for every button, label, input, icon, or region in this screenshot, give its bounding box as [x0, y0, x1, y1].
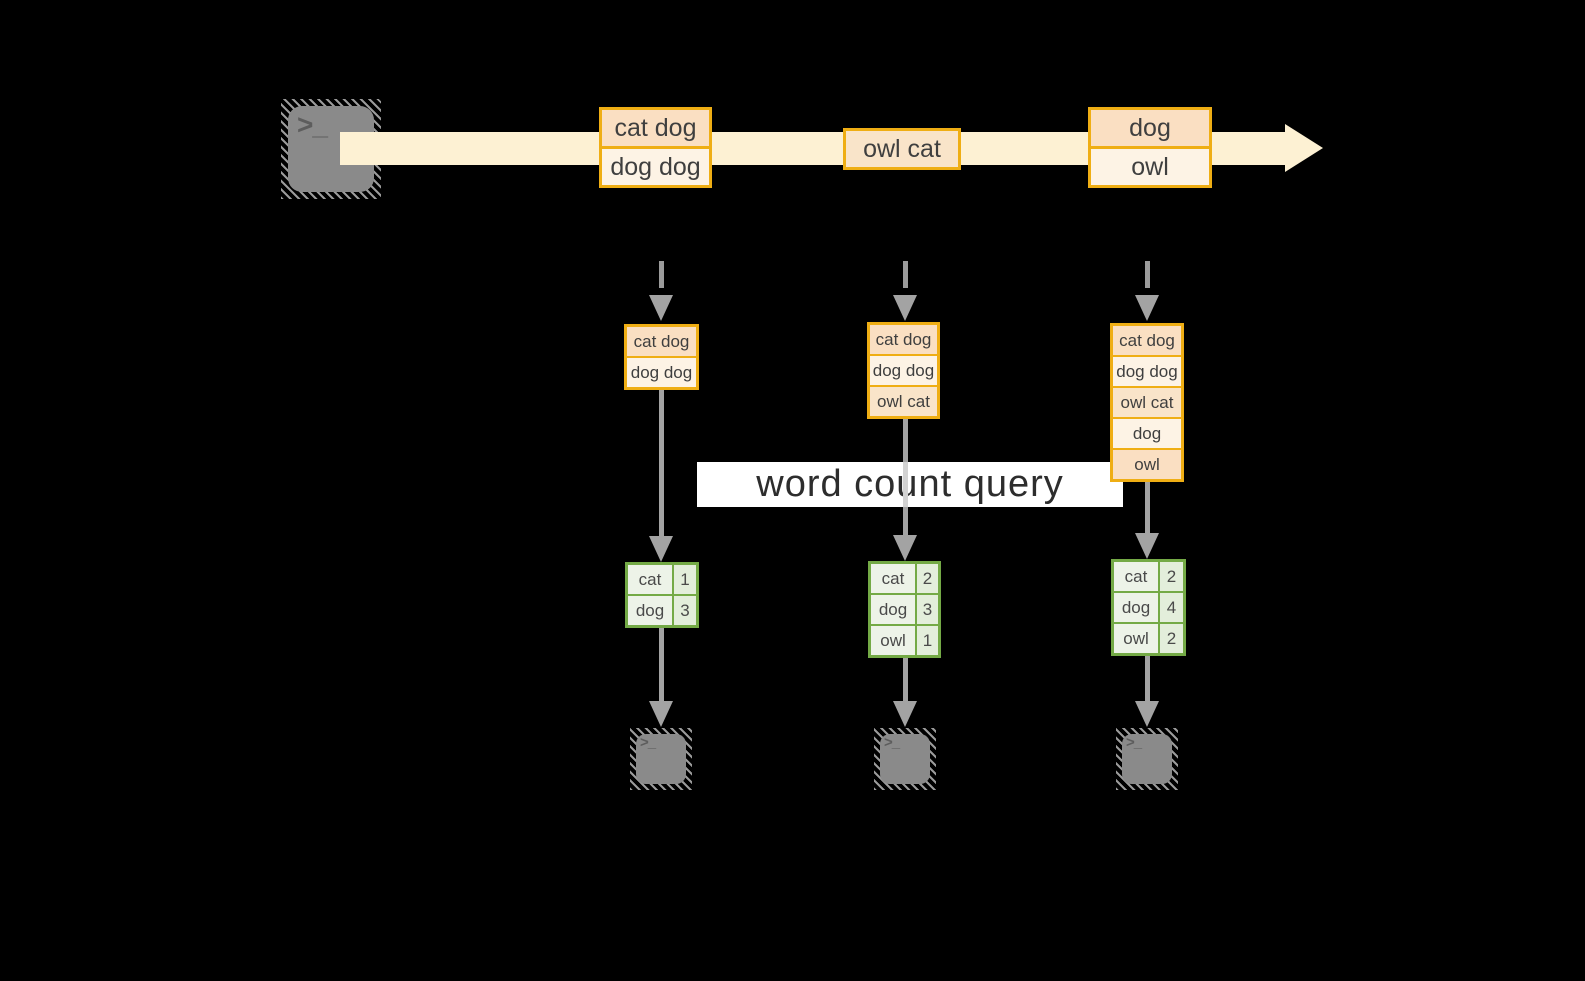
prompt-icon: >_	[884, 734, 900, 751]
result-count-cell: 2	[1160, 624, 1183, 653]
batch-arrowhead-icon	[893, 295, 917, 321]
result-word-cell: cat	[1114, 562, 1160, 591]
query-label: word count query	[756, 463, 1064, 505]
result-word-cell: owl	[1114, 624, 1160, 653]
output-arrowhead-icon	[1135, 701, 1159, 727]
output-arrowhead-icon	[893, 701, 917, 727]
terminal-screen	[880, 734, 930, 784]
batch-arrow-dash	[1145, 261, 1150, 288]
prompt-icon: >_	[1126, 734, 1142, 751]
result-count-cell: 3	[674, 596, 696, 625]
input-row: owl cat	[1113, 386, 1181, 417]
terminal-screen	[636, 734, 686, 784]
result-count-cell: 4	[1160, 593, 1183, 622]
result-table-2: cat 2 dog 3 owl 1	[868, 561, 941, 658]
result-row: cat 1	[628, 565, 696, 594]
input-row: dog dog	[870, 354, 937, 385]
result-word-cell: dog	[1114, 593, 1160, 622]
output-terminal-icon: >_	[630, 728, 692, 790]
result-row: owl 1	[871, 624, 938, 655]
query-arrow-shaft	[1145, 480, 1150, 535]
stream-event: dog	[1091, 110, 1209, 146]
output-terminal-icon: >_	[1116, 728, 1178, 790]
output-arrow-shaft	[659, 628, 664, 702]
result-row: cat 2	[871, 564, 938, 593]
output-arrow-shaft	[903, 658, 908, 702]
result-word-cell: dog	[871, 595, 917, 624]
query-arrowhead-icon	[649, 536, 673, 562]
result-count-cell: 1	[674, 565, 696, 594]
input-table-1: cat dog dog dog	[624, 324, 699, 390]
stream-batch-3-box: dog owl	[1088, 107, 1212, 188]
terminal-screen	[1122, 734, 1172, 784]
stream-batch-2-box: owl cat	[843, 128, 961, 170]
batch-arrow-dash	[659, 261, 664, 288]
batch-arrowhead-icon	[649, 295, 673, 321]
stream-event: cat dog	[602, 110, 709, 146]
query-arrowhead-icon	[1135, 533, 1159, 559]
output-arrowhead-icon	[649, 701, 673, 727]
result-count-cell: 2	[917, 564, 938, 593]
stream-event: owl	[1091, 146, 1209, 185]
result-word-cell: dog	[628, 596, 674, 625]
query-arrow-shaft-over-band	[903, 462, 908, 507]
result-word-cell: owl	[871, 626, 917, 655]
result-row: cat 2	[1114, 562, 1183, 591]
input-row: owl	[1113, 448, 1181, 479]
stream-event: owl cat	[846, 131, 958, 167]
result-count-cell: 1	[917, 626, 938, 655]
batch-arrowhead-icon	[1135, 295, 1159, 321]
result-table-1: cat 1 dog 3	[625, 562, 699, 628]
prompt-icon: >_	[297, 109, 328, 140]
output-terminal-icon: >_	[874, 728, 936, 790]
output-arrow-shaft	[1145, 656, 1150, 702]
input-row: owl cat	[870, 385, 937, 416]
result-table-3: cat 2 dog 4 owl 2	[1111, 559, 1186, 656]
batch-arrow-dash	[903, 261, 908, 288]
query-arrow-shaft	[659, 388, 664, 537]
stream-batch-1-box: cat dog dog dog	[599, 107, 712, 188]
input-table-2: cat dog dog dog owl cat	[867, 322, 940, 419]
result-count-cell: 3	[917, 595, 938, 624]
input-row: cat dog	[627, 327, 696, 356]
result-word-cell: cat	[871, 564, 917, 593]
input-row: dog dog	[627, 356, 696, 387]
result-row: owl 2	[1114, 622, 1183, 653]
stream-timeline-arrowhead-icon	[1285, 124, 1323, 172]
result-count-cell: 2	[1160, 562, 1183, 591]
input-row: dog	[1113, 417, 1181, 448]
result-row: dog 3	[628, 594, 696, 625]
stream-event: dog dog	[602, 146, 709, 185]
query-arrowhead-icon	[893, 535, 917, 561]
query-band: word count query	[697, 462, 1123, 507]
prompt-icon: >_	[640, 734, 656, 751]
result-row: dog 4	[1114, 591, 1183, 622]
input-row: dog dog	[1113, 355, 1181, 386]
input-row: cat dog	[1113, 326, 1181, 355]
result-row: dog 3	[871, 593, 938, 624]
input-row: cat dog	[870, 325, 937, 354]
result-word-cell: cat	[628, 565, 674, 594]
input-table-3: cat dog dog dog owl cat dog owl	[1110, 323, 1184, 482]
